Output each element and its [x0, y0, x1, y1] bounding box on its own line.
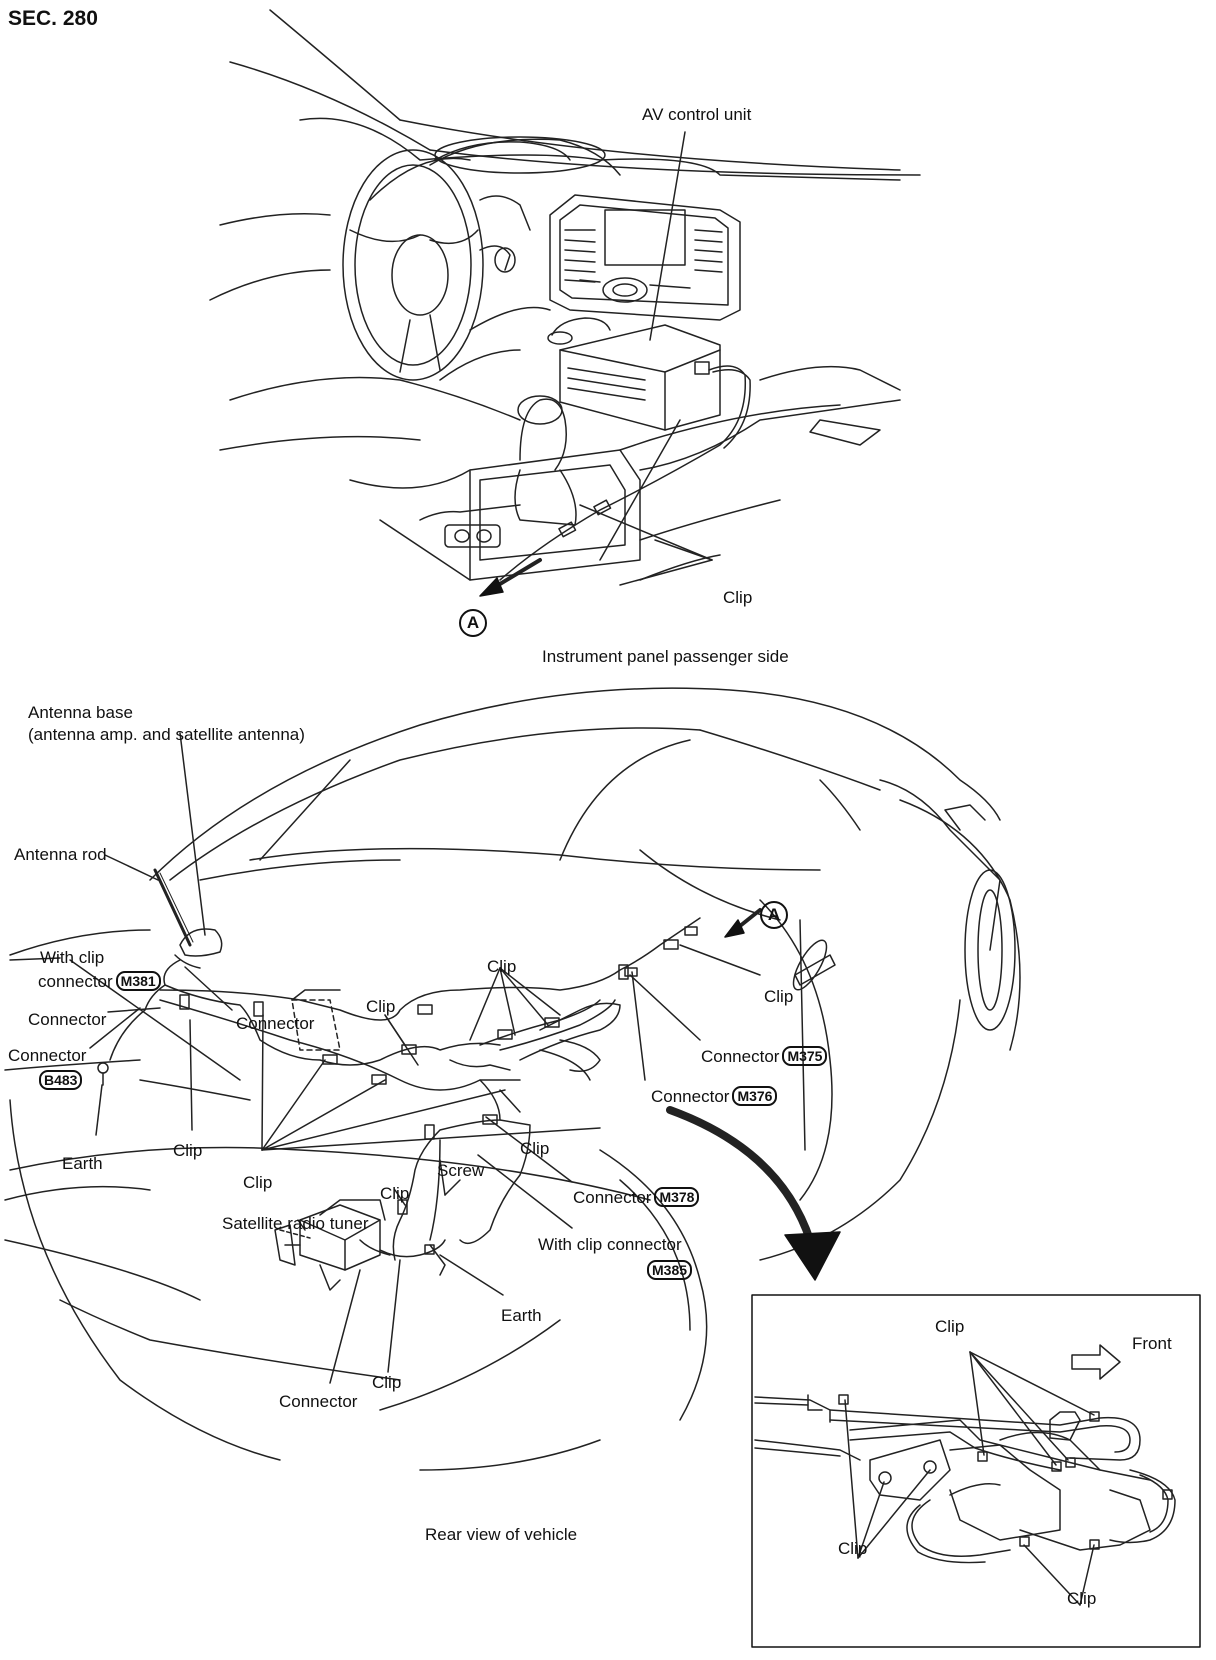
detail-pointer-arrow-icon: [666, 1106, 841, 1281]
with-clip-connector-m385-label: With clip connector: [538, 1235, 682, 1254]
with-clip-connector-text: connector: [38, 972, 113, 991]
satellite-radio-tuner-label: Satellite radio tuner: [222, 1214, 369, 1233]
arrow-to-a-top-icon: [479, 558, 542, 597]
marker-a-rear: A: [760, 901, 788, 929]
connector-m375-text: Connector: [701, 1047, 780, 1066]
detail-clip-label-bottom: Clip: [1067, 1589, 1097, 1608]
tag-m381: M381: [115, 971, 161, 991]
connector-m376-text: Connector: [651, 1087, 730, 1106]
rear-vehicle-illustration: [4, 687, 1021, 1471]
tag-b483-wrap: B483: [36, 1070, 83, 1090]
detail-view-illustration: [754, 1344, 1176, 1606]
connector-tuner-label: Connector: [279, 1392, 358, 1411]
detail-front-label: Front: [1132, 1334, 1172, 1353]
clip-label-1: Clip: [366, 997, 396, 1016]
connector-center-label: Connector: [236, 1014, 315, 1033]
tag-m375: M375: [782, 1046, 828, 1066]
with-clip-label: With clip: [40, 948, 105, 967]
antenna-base-label: Antenna base: [28, 703, 133, 722]
clip-label-6: Clip: [243, 1173, 273, 1192]
tag-b483: B483: [39, 1070, 83, 1090]
detail-clip-label-left: Clip: [838, 1539, 868, 1558]
clip-label-4: Clip: [173, 1141, 203, 1160]
tag-m378: M378: [654, 1187, 700, 1207]
earth-left-label: Earth: [62, 1154, 103, 1173]
av-control-unit-label: AV control unit: [642, 105, 752, 124]
wiring-harness: [97, 917, 701, 1276]
detail-clip-label-top: Clip: [935, 1317, 965, 1336]
marker-a-top: A: [459, 609, 487, 637]
top-clip-label: Clip: [723, 588, 753, 607]
antenna-rod-label: Antenna rod: [14, 845, 107, 864]
antenna-illustration: [153, 868, 223, 969]
clip-label-3: Clip: [764, 987, 794, 1006]
connector-m378-text: Connector: [573, 1188, 652, 1207]
tag-m385: M385: [647, 1260, 693, 1280]
tag-m376: M376: [732, 1086, 778, 1106]
connector-left-label: Connector: [28, 1010, 107, 1029]
clip-label-8: Clip: [372, 1373, 402, 1392]
connector-b483-label: Connector: [8, 1046, 87, 1065]
instrument-panel-illustration: [209, 9, 921, 586]
rear-view-caption: Rear view of vehicle: [425, 1525, 578, 1544]
clip-label-5: Clip: [520, 1139, 550, 1158]
arrow-from-a-rear-icon: [724, 908, 762, 938]
section-number: SEC. 280: [8, 7, 98, 30]
earth-right-label: Earth: [501, 1306, 542, 1325]
clip-label-2: Clip: [487, 957, 517, 976]
instrument-panel-caption: Instrument panel passenger side: [542, 647, 789, 666]
rear-leader-lines: [89, 732, 761, 1384]
clip-label-7: Clip: [380, 1184, 410, 1203]
antenna-base-sublabel: (antenna amp. and satellite antenna): [28, 725, 305, 744]
tag-m385-wrap: M385: [644, 1260, 693, 1280]
detail-view-frame: [751, 1294, 1201, 1648]
screw-label: Screw: [437, 1161, 485, 1180]
